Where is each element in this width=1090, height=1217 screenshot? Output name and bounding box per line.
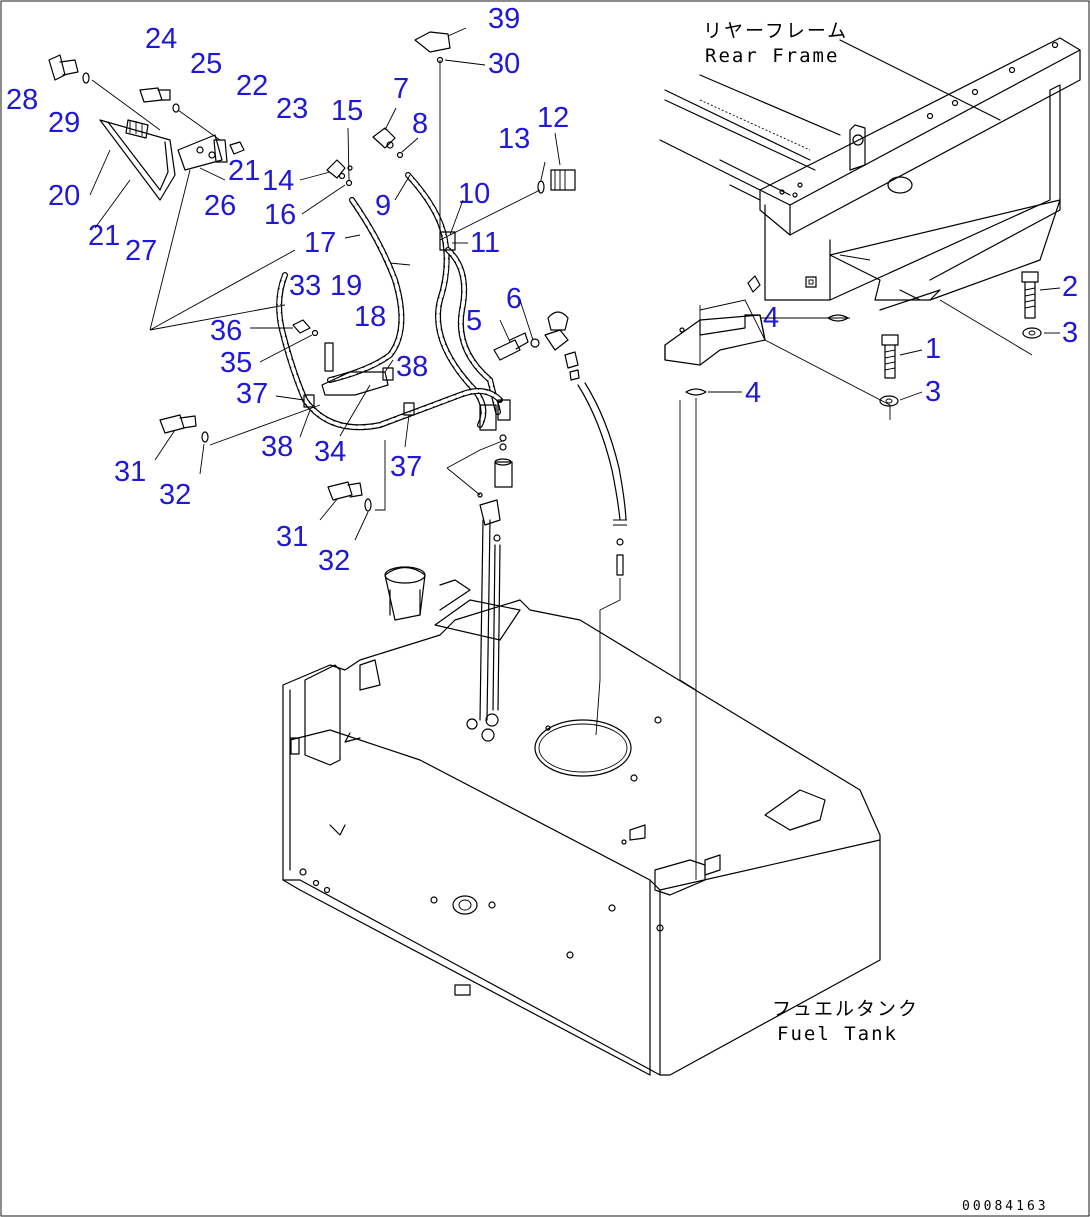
callout-32-lower: 32 [318, 545, 350, 577]
callout-26: 26 [204, 190, 236, 222]
callout-3-lower: 3 [925, 376, 941, 408]
callout-22: 22 [236, 70, 268, 102]
rear-frame-label-en: Rear Frame [705, 45, 839, 67]
callout-7: 7 [393, 73, 409, 105]
bolt-1 [881, 334, 899, 379]
washer-3 [879, 327, 1042, 407]
callout-20: 20 [48, 180, 80, 212]
callout-32-upper: 32 [159, 479, 191, 511]
bracket-group [48, 54, 245, 201]
callout-35: 35 [220, 347, 252, 379]
rear-frame-drawing [659, 37, 1081, 311]
rear-frame-label-jp: リヤーフレーム [703, 20, 848, 42]
callout-39: 39 [488, 3, 520, 35]
callout-24: 24 [145, 23, 177, 55]
callout-33: 33 [289, 270, 321, 302]
callout-11: 11 [470, 227, 500, 259]
fuel-tank-label-en: Fuel Tank [777, 1023, 898, 1045]
leader [939, 299, 1033, 356]
callout-1: 1 [925, 333, 941, 365]
callout-16: 16 [264, 199, 296, 231]
callout-9: 9 [375, 190, 391, 222]
callout-38-right: 38 [396, 351, 428, 383]
callout-14: 14 [262, 165, 294, 197]
callout-37-right: 37 [390, 451, 422, 483]
callout-18: 18 [354, 301, 386, 333]
callout-10: 10 [458, 178, 490, 210]
callout-34: 34 [314, 436, 346, 468]
callout-25: 25 [190, 48, 222, 80]
hose-assembly [149, 31, 627, 736]
callout-labels: 39 30 24 25 22 23 28 29 20 21 21 27 26 1… [6, 3, 1078, 577]
callout-8: 8 [412, 108, 428, 140]
callout-4-lower: 4 [745, 377, 761, 409]
callout-13: 13 [498, 123, 530, 155]
callout-36: 36 [210, 315, 242, 347]
callout-30: 30 [488, 48, 520, 80]
callout-29: 29 [48, 107, 80, 139]
callout-12: 12 [537, 102, 569, 134]
callout-31-lower: 31 [276, 521, 308, 553]
callout-leaders [89, 27, 1061, 541]
mount-bracket [664, 299, 891, 420]
callout-28: 28 [6, 84, 38, 116]
callout-2: 2 [1062, 271, 1078, 303]
callout-37-left: 37 [236, 378, 268, 410]
fuel-tank-label-jp: フュエルタンク [772, 998, 919, 1020]
callout-31-upper: 31 [114, 456, 146, 488]
fuel-tank-drawing [282, 566, 881, 1076]
callout-27: 27 [125, 235, 157, 267]
callout-38-left: 38 [261, 431, 293, 463]
callout-23: 23 [276, 93, 308, 125]
callout-3-upper: 3 [1062, 317, 1078, 349]
callout-17: 17 [304, 227, 336, 259]
callout-21-upper: 21 [228, 155, 260, 187]
bolt-2 [1021, 271, 1039, 319]
callout-15: 15 [331, 95, 363, 127]
callout-21-lower: 21 [88, 220, 120, 252]
callout-6: 6 [506, 283, 522, 315]
callout-5: 5 [466, 305, 482, 337]
callout-19: 19 [330, 270, 362, 302]
drawing-code: 00084163 [962, 1199, 1049, 1214]
